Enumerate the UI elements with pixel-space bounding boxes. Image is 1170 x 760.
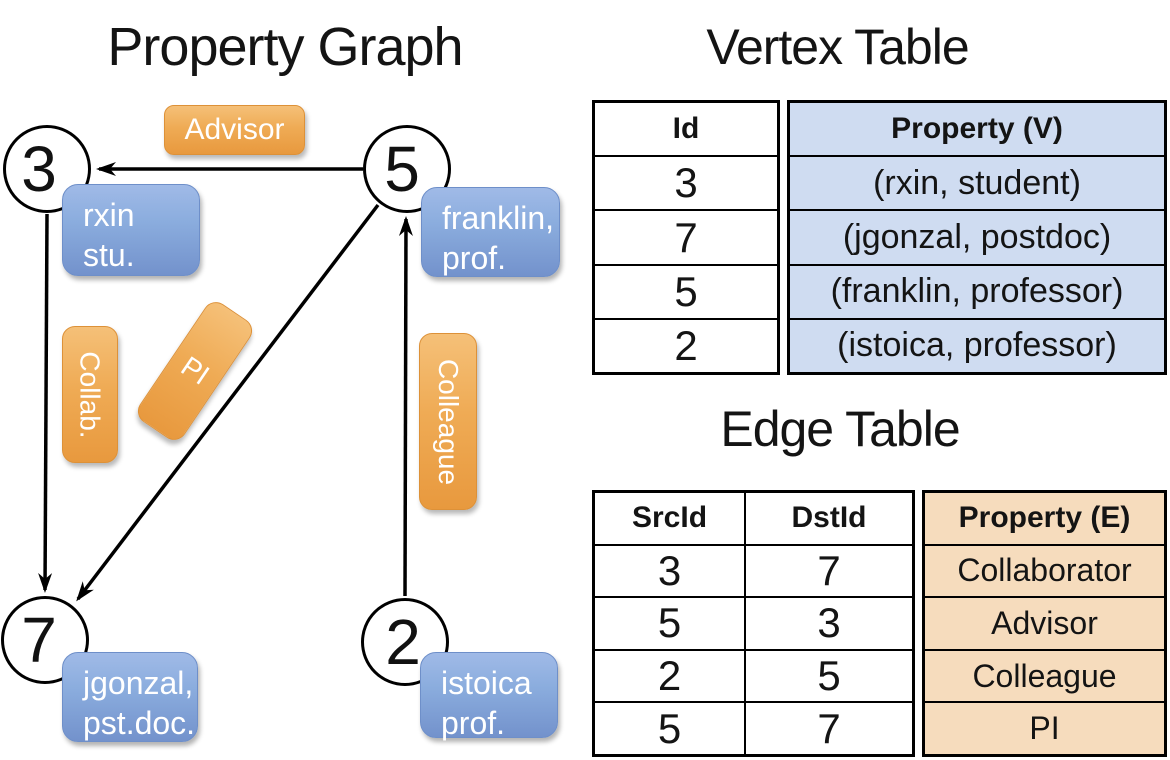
edge-dstid-cell: 5 <box>746 648 912 702</box>
edge-table-dstid-column: DstId 7 3 5 7 <box>744 493 912 754</box>
vertex-id-cell: 3 <box>595 155 777 209</box>
vertex-property-cell: (rxin, student) <box>790 155 1164 209</box>
node-property-line: prof. <box>441 705 506 741</box>
vertex-property-cell: (istoica, professor) <box>790 317 1164 372</box>
edge-line-3-7 <box>38 213 53 593</box>
node-property-line: prof. <box>442 240 507 276</box>
node-id-text: 2 <box>385 606 421 678</box>
node-property-line: pst.doc. <box>83 705 196 741</box>
edge-property-cell: Colleague <box>925 648 1164 702</box>
edge-srcid-cell: 2 <box>595 648 744 702</box>
node-property-line: jgonzal, <box>83 665 194 701</box>
edge-line-2-5 <box>398 216 413 597</box>
edge-label-text: Colleague <box>433 358 465 485</box>
edge-label-colleague: Colleague <box>419 333 477 510</box>
edge-label-advisor: Advisor <box>164 105 305 155</box>
vertex-property-cell: (jgonzal, postdoc) <box>790 209 1164 263</box>
node-property-line: stu. <box>83 237 135 273</box>
vertex-id-cell: 7 <box>595 209 777 263</box>
edge-label-text: Collab. <box>75 350 107 439</box>
node-id-text: 5 <box>384 133 420 205</box>
edge-table-property-column: Property (E) Collaborator Advisor Collea… <box>922 490 1167 757</box>
edge-dstid-cell: 7 <box>746 543 912 597</box>
edge-table-header-srcid: SrcId <box>631 501 708 535</box>
edge-table-header-dstid: DstId <box>791 501 867 535</box>
edge-property-cell: PI <box>925 701 1164 754</box>
edge-srcid-cell: 3 <box>595 543 744 597</box>
node-id-text: 3 <box>21 133 57 205</box>
edge-table-id-columns: SrcId 3 5 2 5 DstId 7 3 5 7 <box>592 490 915 757</box>
edge-srcid-cell: 5 <box>595 701 744 754</box>
graph-node-3: 3 <box>3 125 91 213</box>
edge-srcid-cell: 5 <box>595 596 744 649</box>
edge-label-collab: Collab. <box>62 326 118 463</box>
vertex-table-title: Vertex Table <box>706 19 969 75</box>
vertex-id-cell: 2 <box>595 317 777 372</box>
edge-label-text: PI <box>175 350 215 391</box>
vertex-table-header-property: Property (V) <box>891 112 1063 146</box>
edge-property-cell: Collaborator <box>925 543 1164 597</box>
vertex-id-cell: 5 <box>595 263 777 318</box>
node-property-label-istoica: istoica prof. <box>420 652 558 741</box>
edge-line-5-7 <box>76 203 380 602</box>
edge-table-title: Edge Table <box>720 401 960 457</box>
edge-table-header-property: Property (E) <box>958 501 1131 535</box>
node-property-label-rxin: rxin stu. <box>62 184 200 276</box>
node-property-line: istoica <box>441 665 532 701</box>
node-property-label-franklin: franklin, prof. <box>421 187 560 277</box>
edge-dstid-cell: 3 <box>746 596 912 649</box>
vertex-table-header-id: Id <box>672 112 700 146</box>
edge-property-cell: Advisor <box>925 596 1164 649</box>
node-property-line: franklin, <box>442 200 555 236</box>
property-graph-title: Property Graph <box>107 17 463 77</box>
edge-dstid-cell: 7 <box>746 701 912 754</box>
edge-label-text: Advisor <box>184 113 285 146</box>
vertex-table-id-column: Id 3 7 5 2 <box>592 100 780 375</box>
node-id-text: 7 <box>21 604 57 676</box>
node-property-line: rxin <box>83 197 135 233</box>
node-property-label-jgonzal: jgonzal, pst.doc. <box>62 652 198 742</box>
vertex-property-cell: (franklin, professor) <box>790 263 1164 318</box>
vertex-table-property-column: Property (V) (rxin, student) (jgonzal, p… <box>787 100 1167 375</box>
edge-table-srcid-column: SrcId 3 5 2 5 <box>595 493 744 754</box>
